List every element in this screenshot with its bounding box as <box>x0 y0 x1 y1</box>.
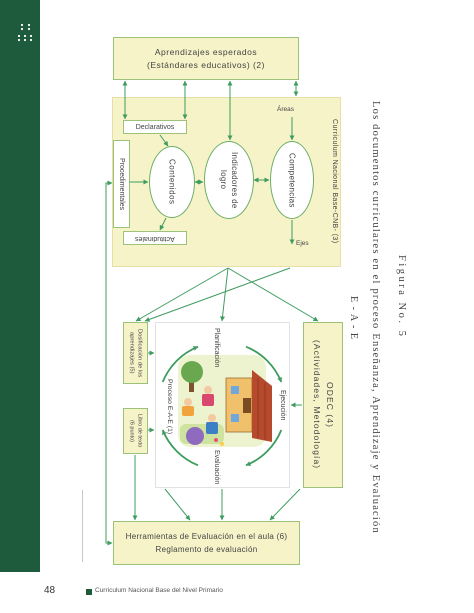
contenidos-circle: Contenidos <box>149 146 195 218</box>
procedimentales-label: Procedimentales <box>118 158 125 210</box>
dosificacion-line-1: Dosificación de los <box>136 328 143 378</box>
actitudinales-label: Actitudinales <box>135 234 175 242</box>
planificacion-text: Planificación <box>213 328 220 368</box>
proceso-text: Proceso E-A-E (1) <box>166 379 173 435</box>
herramientas-label: Herramientas de Evaluación en el aula (6… <box>126 530 288 556</box>
cnb-label: Currículum Nacional Base-CNB- (3) <box>327 106 338 256</box>
odec-label: ODEC (4) (Actividades, Metodología) <box>310 340 336 469</box>
connector-arrow <box>269 488 301 521</box>
actitudinales-box: Actitudinales <box>123 231 187 245</box>
aprendizajes-box: Aprendizajes esperados (Estándares educa… <box>113 37 299 80</box>
ejes-label: Ejes <box>296 240 309 247</box>
footer-title: Curriculum Nacional Base del Nivel Prima… <box>95 587 223 594</box>
odec-box: ODEC (4) (Actividades, Metodología) <box>303 322 343 488</box>
indicadores-label: Indicadores de logro <box>218 152 240 209</box>
figure-abbr-text: E - A - E <box>348 296 359 340</box>
competencias-label: Competencias <box>288 153 297 208</box>
dosificacion-box: Dosificación de los aprendizajes (5) <box>123 322 148 384</box>
herramientas-line-2: Reglamento de evaluación <box>155 545 258 554</box>
proceso-frame <box>155 322 290 488</box>
procedimentales-text: Procedimentales <box>118 157 125 211</box>
connector-arrow <box>220 267 229 322</box>
aprendizajes-line-2: (Estándares educativos) (2) <box>147 59 265 70</box>
libro-label: Libro de texto (6 punto) <box>128 414 144 447</box>
figure-label-text: Figura No. 5 <box>396 255 407 339</box>
indicadores-circle: Indicadores de logro <box>204 141 254 219</box>
libro-line-2: (6 punto) <box>128 419 135 442</box>
planificacion-label: Planificación <box>209 323 220 373</box>
evaluacion-label: Evaluación <box>209 446 220 488</box>
contenidos-label: Contenidos <box>168 159 177 204</box>
declarativos-box: Declarativos <box>123 120 187 134</box>
connector-arrow <box>227 267 319 322</box>
dosificacion-line-2: aprendizajes (5) <box>128 332 135 374</box>
competencias-text: Competencias <box>287 152 297 208</box>
competencias-circle: Competencias <box>270 141 314 219</box>
ejecucion-text: Ejecución <box>279 389 286 421</box>
libro-box: Libro de texto (6 punto) <box>123 408 148 454</box>
contenidos-text: Contenidos <box>167 159 177 205</box>
margin-band <box>0 0 40 572</box>
proceso-label: Proceso E-A-E (1) <box>162 376 173 438</box>
odec-line-2: (Actividades, Metodología) <box>312 340 322 470</box>
aprendizajes-label: Aprendizajes esperados (Estándares educa… <box>147 46 265 72</box>
areas-label: Áreas <box>277 106 294 113</box>
libro-line-1: Libro de texto <box>136 414 143 448</box>
ejecucion-label: Ejecución <box>275 387 286 423</box>
footer-bullet-icon <box>86 589 92 595</box>
odec-line-1: ODEC (4) <box>325 381 335 429</box>
indicadores-line-2: logro <box>219 170 228 190</box>
cnb-label-text: Currículum Nacional Base-CNB- (3) <box>331 118 338 244</box>
connector-arrow <box>144 267 291 322</box>
figure-title-text: Los documentos curriculares en el proces… <box>370 100 381 534</box>
connector-arrow <box>164 488 191 521</box>
herramientas-box: Herramientas de Evaluación en el aula (6… <box>113 521 300 565</box>
declarativos-label: Declarativos <box>135 123 175 131</box>
procedimentales-box: Procedimentales <box>113 140 130 228</box>
aprendizajes-line-1: Aprendizajes esperados <box>154 46 258 57</box>
figure-label: Figura No. 5 <box>393 252 407 342</box>
evaluacion-text: Evaluación <box>213 449 220 485</box>
page-number: 48 <box>44 585 56 596</box>
figure-abbr: E - A - E <box>346 292 359 344</box>
dosificacion-label: Dosificación de los aprendizajes (5) <box>128 329 144 377</box>
connector-arrow <box>135 267 229 322</box>
herramientas-line-1: Herramientas de Evaluación en el aula (6… <box>125 532 288 541</box>
indicadores-line-1: Indicadores de <box>230 151 239 209</box>
credit-text-mark <box>82 490 83 562</box>
figure-title: Los documentos curriculares en el proces… <box>366 86 381 548</box>
